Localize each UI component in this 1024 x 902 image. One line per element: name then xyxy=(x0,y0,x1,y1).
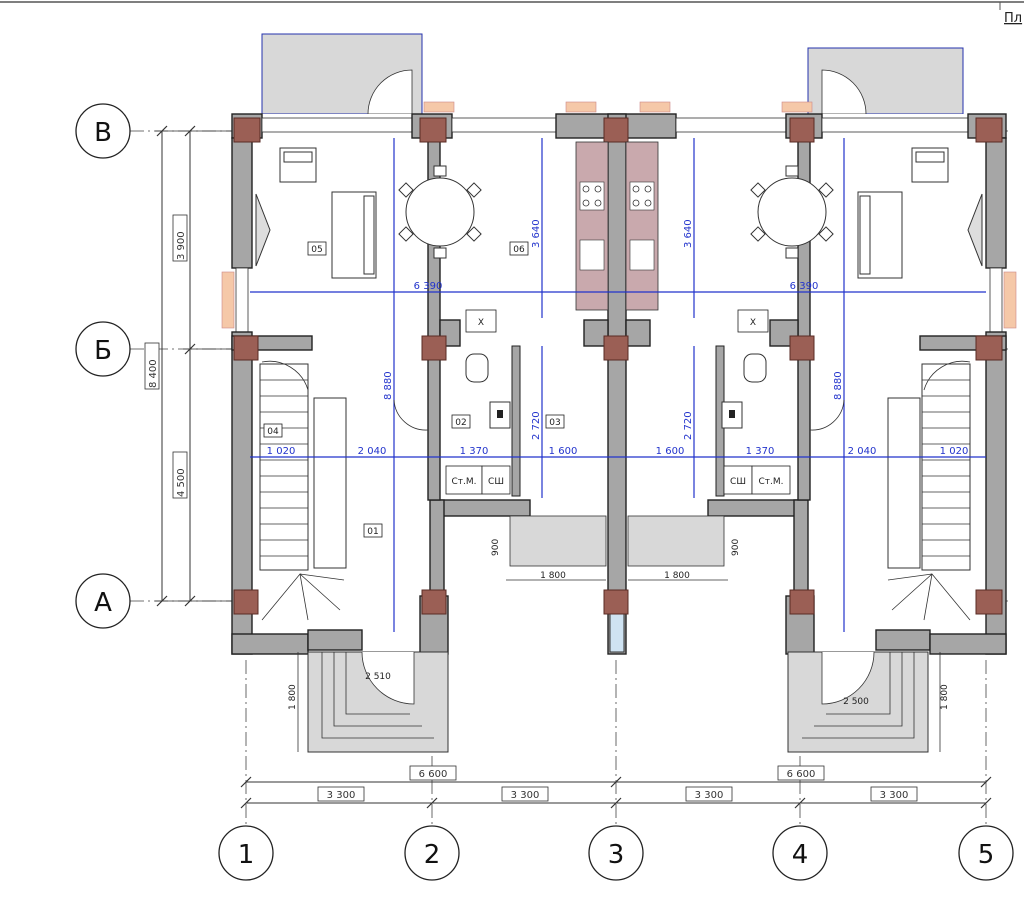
col-axis-label: 4 xyxy=(792,840,809,870)
entrance-steps: 1 800 1 800 900 900 xyxy=(491,515,741,581)
step-depth-left: 900 xyxy=(491,539,501,556)
dim-half-right: 6 600 xyxy=(787,769,816,780)
stairs-left xyxy=(259,360,347,621)
col-axis-label: 2 xyxy=(424,840,441,870)
row-axis-b-mid: Б xyxy=(75,321,131,377)
row-axis-b-top: В xyxy=(75,103,131,159)
closet-label-left: Ст.М. xyxy=(451,477,476,487)
col-axis-4: 4 xyxy=(772,825,828,881)
col-axis-5: 5 xyxy=(958,825,1014,881)
room-tags: 05 06 04 02 03 01 xyxy=(263,241,565,538)
blue-seg-2040-left: 2 040 xyxy=(358,446,387,457)
bath-fixtures xyxy=(465,353,767,429)
porch-depth-right: 1 800 xyxy=(940,684,950,710)
blue-seg-1600-left: 1 600 xyxy=(549,446,578,457)
col-axis-label: 1 xyxy=(238,840,255,870)
walls xyxy=(221,101,1017,655)
blue-seg-1370-left: 1 370 xyxy=(460,446,489,457)
dim-half-left: 6 600 xyxy=(419,769,448,780)
interior-dimensions: 6 390 6 390 8 880 8 880 3 640 3 640 2 72… xyxy=(250,138,986,632)
balcony-right xyxy=(807,47,964,115)
closet-label-right: Ст.М. xyxy=(758,477,783,487)
dim-lower-height: 4 500 xyxy=(176,468,187,497)
dim-span-1: 3 300 xyxy=(327,790,356,801)
dim-span-4: 3 300 xyxy=(880,790,909,801)
room-tag: 05 xyxy=(311,245,322,255)
blue-dim-height-right: 8 880 xyxy=(833,371,844,400)
shower-label-left: СШ xyxy=(488,477,504,487)
hood-label-left: Х xyxy=(478,318,484,328)
blue-dim-width-right: 6 390 xyxy=(790,281,819,292)
col-axis-label: 3 xyxy=(608,840,625,870)
blue-seg-1020-left: 1 020 xyxy=(267,446,296,457)
step-width-right: 1 800 xyxy=(664,571,690,581)
blue-dim-bath-right: 2 720 xyxy=(683,411,694,440)
kitchen-blocks xyxy=(575,141,659,311)
row-axis-label: В xyxy=(94,118,112,148)
furniture-left xyxy=(255,147,482,279)
corner-title: Пл xyxy=(1004,11,1022,26)
blue-dim-bath-left: 2 720 xyxy=(531,411,542,440)
furniture-right xyxy=(750,147,983,279)
col-axis-1: 1 xyxy=(218,825,274,881)
step-width-left: 1 800 xyxy=(540,571,566,581)
blue-dim-height-left: 8 880 xyxy=(383,371,394,400)
room-tag: 03 xyxy=(549,418,560,428)
blue-dim-kitchen-right: 3 640 xyxy=(683,219,694,248)
row-axis-label: А xyxy=(94,588,112,618)
hood-label-right: Х xyxy=(750,318,756,328)
blue-seg-1020-right: 1 020 xyxy=(940,446,969,457)
porch-right: 2 500 1 800 xyxy=(787,651,950,753)
col-axis-label: 5 xyxy=(978,840,995,870)
stairs-right xyxy=(887,360,971,621)
porch-depth-left: 1 800 xyxy=(288,684,298,710)
dim-upper-height: 3 900 xyxy=(176,231,187,260)
vertical-dimensions: 8 400 3 900 4 500 xyxy=(144,125,232,607)
dim-span-2: 3 300 xyxy=(511,790,540,801)
room-tag: 06 xyxy=(513,245,525,255)
dim-total-height: 8 400 xyxy=(148,359,159,388)
col-axis-2: 2 xyxy=(404,825,460,881)
room-tag: 04 xyxy=(267,427,279,437)
blue-seg-1370-right: 1 370 xyxy=(746,446,775,457)
row-axis-label: Б xyxy=(94,336,112,366)
pillars xyxy=(233,117,1003,615)
porch-width-right: 2 500 xyxy=(843,697,869,707)
blue-seg-1600-right: 1 600 xyxy=(656,446,685,457)
room-tag: 01 xyxy=(367,527,378,537)
blue-seg-2040-right: 2 040 xyxy=(848,446,877,457)
closet-boxes: Ст.М. СШ СШ Ст.М. Х Х xyxy=(445,309,791,495)
dim-span-3: 3 300 xyxy=(695,790,724,801)
balcony-left xyxy=(261,33,423,115)
shower-label-right: СШ xyxy=(730,477,746,487)
blue-dim-kitchen-left: 3 640 xyxy=(531,219,542,248)
room-tag: 02 xyxy=(455,418,466,428)
row-axis-a: А xyxy=(75,573,131,629)
col-axis-3: 3 xyxy=(588,825,644,881)
blue-dim-width-left: 6 390 xyxy=(414,281,443,292)
porch-width-left: 2 510 xyxy=(365,672,391,682)
step-depth-right: 900 xyxy=(731,539,741,556)
porch-left: 2 510 1 800 xyxy=(288,651,449,753)
bottom-dimensions: 6 600 6 600 3 300 3 300 3 300 3 300 xyxy=(240,765,992,809)
